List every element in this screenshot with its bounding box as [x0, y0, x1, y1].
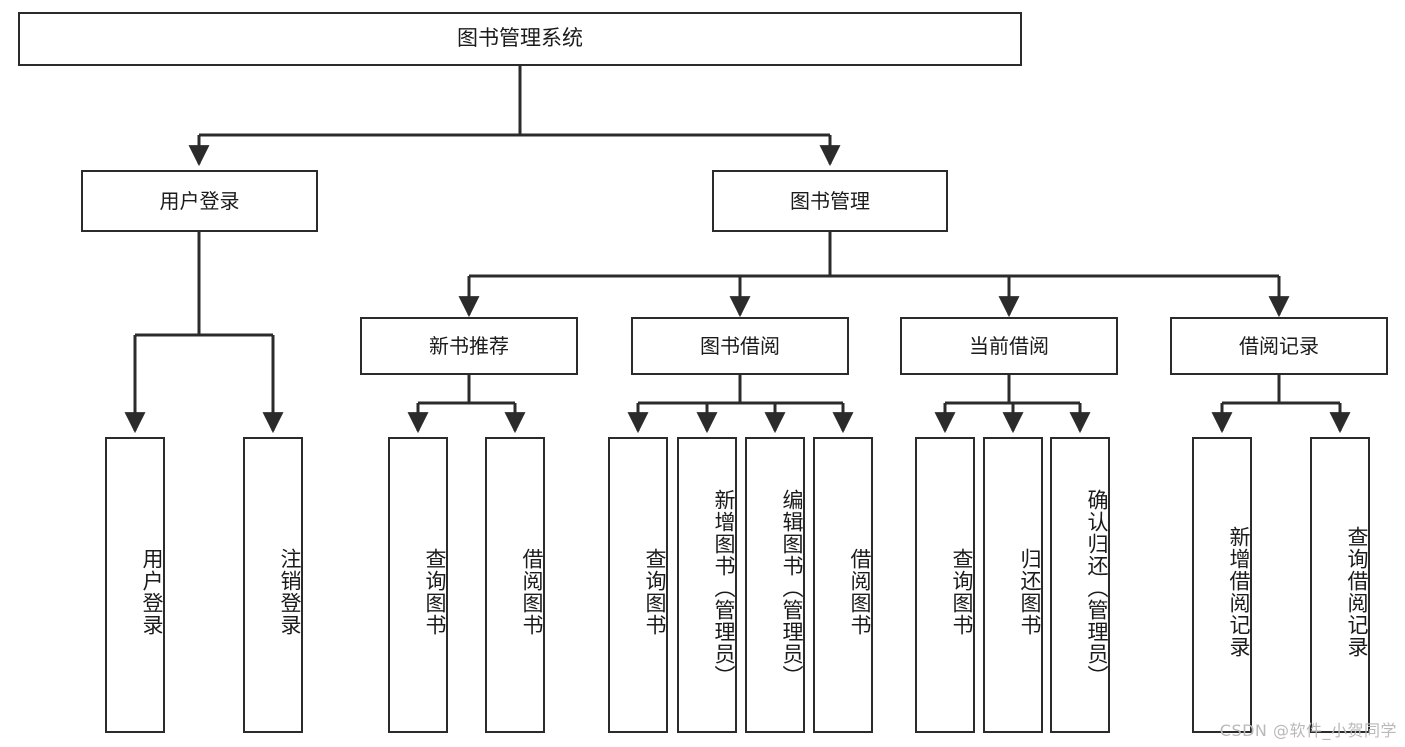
node-root-system[interactable]: 图书管理系统 [18, 12, 1022, 66]
leaf-borrow-record-add[interactable]: 新增借阅记录 [1192, 437, 1252, 733]
watermark: CSDN @软件_小贺同学 [1219, 721, 1397, 740]
node-label: 用户登录 [159, 188, 240, 213]
leaf-current-borrow-return[interactable]: 归还图书 [983, 437, 1043, 733]
leaf-new-book-query[interactable]: 查询图书 [388, 437, 448, 733]
node-label: 图书管理 [790, 188, 870, 213]
node-current-borrow[interactable]: 当前借阅 [900, 317, 1118, 375]
node-label: 注销登录 [278, 548, 302, 636]
node-label: 查询图书 [423, 548, 447, 636]
node-label: 用户登录 [140, 548, 164, 636]
node-label: 新增图书（管理员） [712, 489, 736, 687]
node-label: 图书管理系统 [457, 26, 583, 51]
leaf-book-borrow-add[interactable]: 新增图书（管理员） [677, 437, 737, 733]
node-label: 当前借阅 [969, 333, 1049, 358]
leaf-book-borrow-query[interactable]: 查询图书 [608, 437, 668, 733]
node-label: 借阅图书 [520, 548, 544, 636]
leaf-book-borrow-edit[interactable]: 编辑图书（管理员） [745, 437, 805, 733]
node-label: 查询图书 [950, 548, 974, 636]
leaf-book-borrow-borrow[interactable]: 借阅图书 [813, 437, 873, 733]
leaf-user-login-logout[interactable]: 注销登录 [243, 437, 303, 733]
leaf-current-borrow-confirm-return[interactable]: 确认归还（管理员） [1050, 437, 1110, 733]
node-label: 查询图书 [643, 548, 667, 636]
node-borrow-record[interactable]: 借阅记录 [1170, 317, 1388, 375]
node-new-book-recommend[interactable]: 新书推荐 [360, 317, 578, 375]
leaf-user-login-login[interactable]: 用户登录 [105, 437, 165, 733]
leaf-new-book-borrow[interactable]: 借阅图书 [485, 437, 545, 733]
node-label: 新增借阅记录 [1227, 526, 1251, 658]
node-label: 编辑图书（管理员） [780, 489, 804, 687]
node-label: 图书借阅 [700, 333, 780, 358]
leaf-borrow-record-query[interactable]: 查询借阅记录 [1310, 437, 1370, 733]
node-label: 借阅记录 [1239, 333, 1319, 358]
node-label: 归还图书 [1018, 548, 1042, 636]
node-label: 确认归还（管理员） [1085, 489, 1109, 687]
node-user-login[interactable]: 用户登录 [81, 170, 318, 232]
node-book-management[interactable]: 图书管理 [712, 170, 948, 232]
leaf-current-borrow-query[interactable]: 查询图书 [915, 437, 975, 733]
node-label: 借阅图书 [848, 548, 872, 636]
node-label: 新书推荐 [429, 333, 509, 358]
node-label: 查询借阅记录 [1345, 526, 1369, 658]
node-book-borrow[interactable]: 图书借阅 [631, 317, 849, 375]
